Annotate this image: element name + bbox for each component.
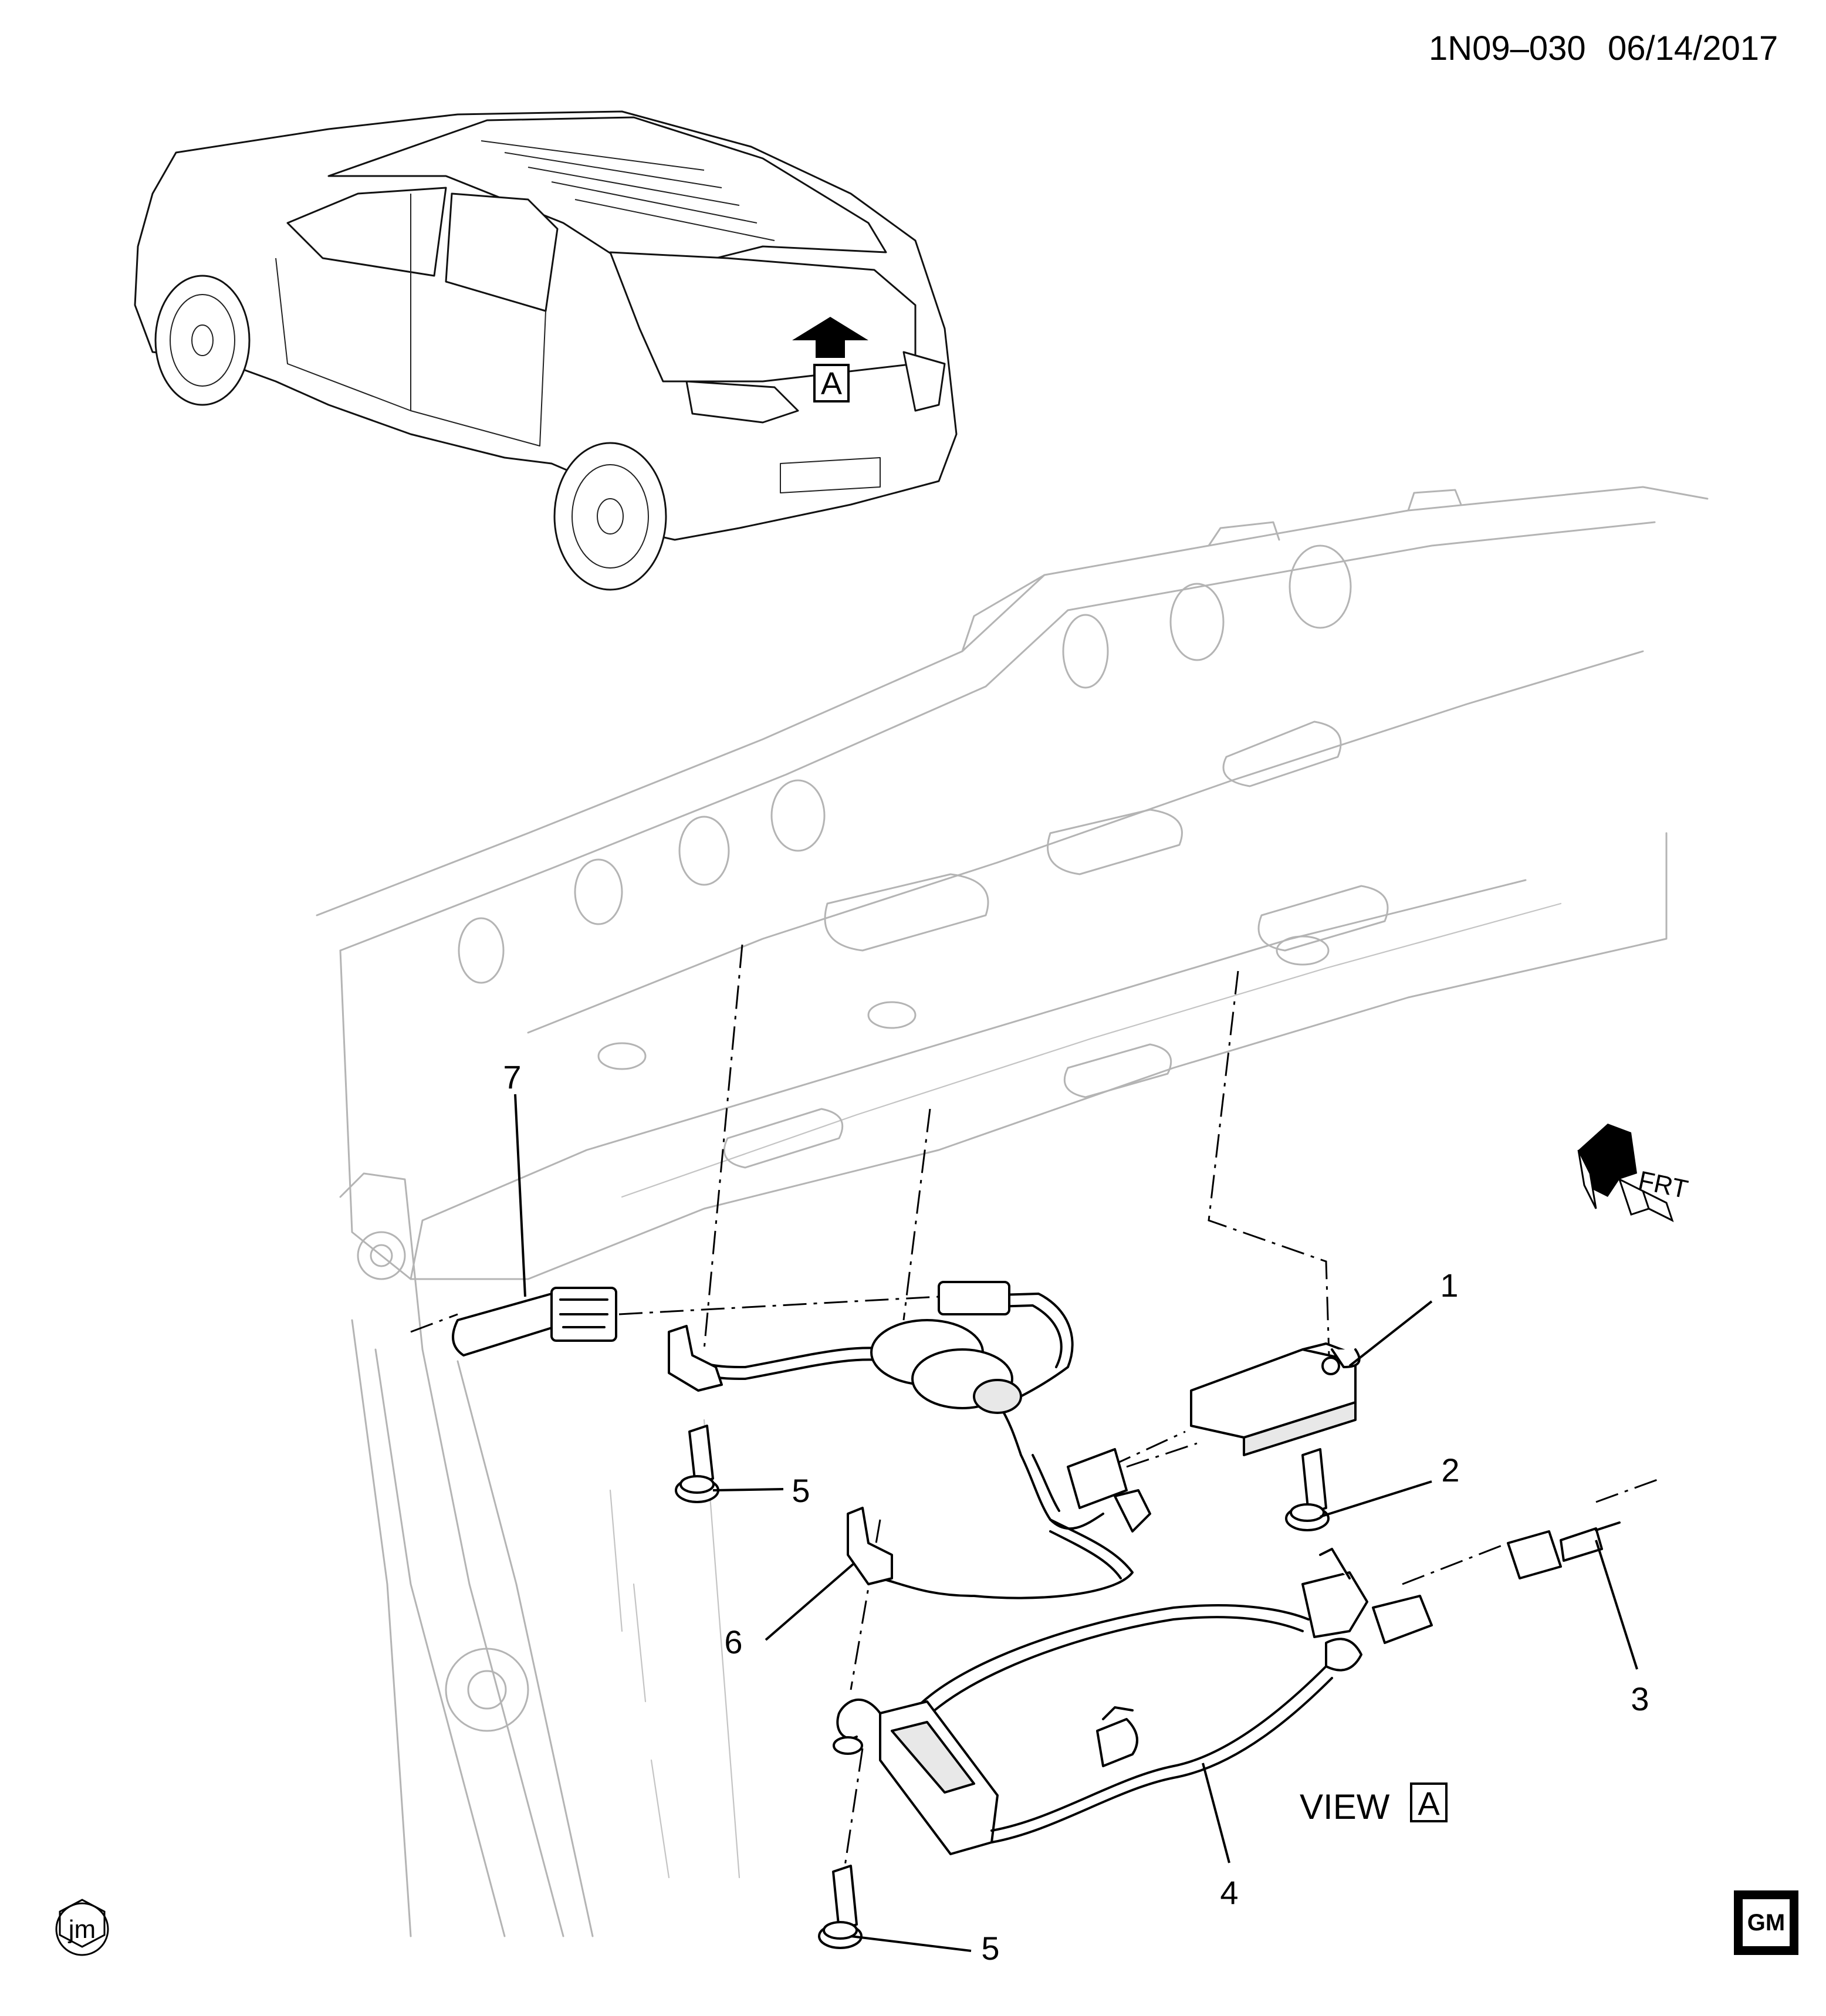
part-4-lower-harness xyxy=(833,1548,1433,1855)
assembly-lines xyxy=(410,944,1661,1866)
gm-logo-subtext: CCA xyxy=(1755,1944,1777,1956)
view-arrow-label: A xyxy=(821,366,842,401)
rear-wheel-icon xyxy=(553,442,667,591)
view-arrow-box xyxy=(813,364,850,402)
vehicle-overview-illustration: A xyxy=(134,110,958,591)
callout-3: 3 xyxy=(1631,1680,1649,1717)
artist-mark: jm xyxy=(55,1899,109,1956)
part-2-bolt xyxy=(1285,1448,1330,1531)
leader-lines xyxy=(514,1094,1638,1952)
view-arrow-icon xyxy=(792,317,868,358)
diagram-code: 1N09–030 xyxy=(1429,29,1586,67)
callout-5-lower: 5 xyxy=(981,1930,999,1967)
callout-1: 1 xyxy=(1440,1267,1458,1304)
view-label-text: VIEW xyxy=(1300,1787,1390,1826)
vehicle-body-structure xyxy=(316,486,1709,1937)
front-direction-indicator: FRT xyxy=(1577,1124,1690,1222)
gm-cca-logo: GM CCA xyxy=(1734,1890,1798,1956)
front-wheel-icon xyxy=(154,275,251,406)
diagram-date: 06/14/2017 xyxy=(1608,29,1778,67)
view-a-label: VIEW A xyxy=(1300,1782,1448,1826)
callout-7: 7 xyxy=(503,1058,521,1095)
part-5-upper-bolt xyxy=(675,1425,719,1503)
view-label-box-letter: A xyxy=(1418,1785,1440,1822)
callout-6: 6 xyxy=(724,1623,742,1660)
callout-2: 2 xyxy=(1441,1452,1459,1489)
part-1-module xyxy=(1190,1342,1361,1456)
gm-logo-text: GM xyxy=(1747,1910,1785,1936)
callout-numbers: 7 1 2 5 6 3 4 5 xyxy=(503,1058,1649,1967)
part-3-connector xyxy=(1507,1521,1621,1579)
upper-wiring-harness xyxy=(668,1281,1198,1599)
part-7-harness-connector xyxy=(452,1287,617,1357)
artist-initials: jm xyxy=(67,1915,96,1944)
part-5-lower-bolt xyxy=(818,1865,863,1949)
callout-5-upper: 5 xyxy=(792,1472,810,1509)
callout-4: 4 xyxy=(1220,1874,1238,1911)
view-label-box xyxy=(1410,1782,1448,1822)
front-arrow-icon xyxy=(1578,1124,1637,1197)
